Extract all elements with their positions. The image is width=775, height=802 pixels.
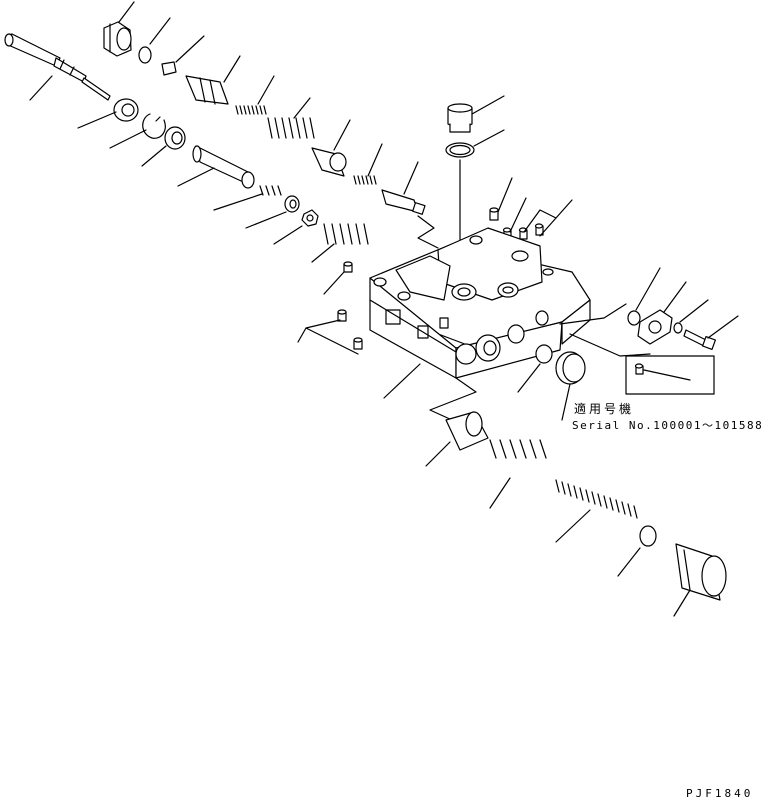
leader-line <box>149 17 171 45</box>
bearing-ring <box>113 98 139 122</box>
leader-line <box>471 95 505 115</box>
screw <box>489 207 499 221</box>
rod <box>381 189 426 215</box>
leader-line <box>425 441 451 467</box>
leader-line <box>109 129 147 149</box>
screw <box>634 363 644 375</box>
leader-line <box>617 547 641 577</box>
valve-body <box>369 227 591 379</box>
leader-line <box>679 299 709 323</box>
leader-line <box>489 477 511 509</box>
small-spring-2 <box>259 185 282 196</box>
leader-line <box>383 363 421 399</box>
leader-line <box>141 145 167 167</box>
cover-plate <box>637 309 673 345</box>
leader-line <box>429 377 477 421</box>
spring-large <box>267 117 315 139</box>
screw <box>353 337 363 350</box>
leader-line <box>403 161 419 195</box>
washer <box>164 126 186 150</box>
o-ring <box>627 310 641 326</box>
leader-line <box>245 211 287 229</box>
leader-line <box>323 271 345 295</box>
leader-line <box>643 369 691 381</box>
plug-front <box>555 351 586 385</box>
leader-line <box>417 215 439 249</box>
leader-line <box>311 243 335 263</box>
screw <box>534 223 544 236</box>
bolt <box>683 329 717 351</box>
washer-small <box>673 322 683 334</box>
plug-top-right <box>447 103 473 133</box>
o-ring-lower <box>639 525 657 547</box>
spring-lower <box>489 439 547 459</box>
spring-medium <box>323 223 369 245</box>
leader-line <box>497 177 513 213</box>
leader-line <box>29 75 53 101</box>
leader-line <box>118 1 135 23</box>
leader-bracket <box>297 319 359 355</box>
leader-line <box>707 315 739 339</box>
leader-line <box>559 303 627 325</box>
screw <box>343 261 353 273</box>
sleeve <box>192 145 255 189</box>
leader-line <box>333 119 351 151</box>
spring-long <box>555 479 638 519</box>
leader-line <box>213 193 263 211</box>
figure-code: PJF1840 <box>686 787 753 798</box>
hex-nut <box>301 209 319 227</box>
leader-line <box>635 267 661 311</box>
leader-line <box>223 55 241 83</box>
applicability-label: 適用号機 <box>574 401 634 416</box>
lower-sleeve <box>445 411 489 451</box>
screw <box>337 309 347 322</box>
leader-line <box>517 363 541 393</box>
leader-line <box>273 225 303 245</box>
leader-line <box>175 35 205 63</box>
applicability-box <box>625 355 715 395</box>
plug-top-left <box>103 21 132 57</box>
leader-line <box>257 75 275 105</box>
o-ring <box>138 46 152 64</box>
leader-line <box>177 167 215 187</box>
leader-line <box>673 589 691 617</box>
leader-line <box>509 197 527 233</box>
leader-bracket <box>523 199 573 237</box>
snap-ring <box>142 113 166 139</box>
end-cap <box>675 543 727 601</box>
leader-line <box>293 97 311 119</box>
leader-line <box>555 509 591 543</box>
leader-line <box>569 333 651 357</box>
leader-line <box>561 383 571 421</box>
piston <box>311 147 347 177</box>
o-ring-front <box>535 344 553 364</box>
serial-note: Serial No.100001～101588 <box>572 419 763 432</box>
pin-spring <box>353 175 377 185</box>
spool-top <box>185 75 229 105</box>
ring-small <box>284 195 300 213</box>
leader-line <box>367 143 383 177</box>
leader-line <box>473 129 505 147</box>
small-spring <box>235 105 267 115</box>
gasket-inner <box>449 144 471 156</box>
leader-line <box>663 281 687 313</box>
long-shaft <box>4 33 111 101</box>
small-fitting <box>161 61 177 76</box>
leader-line <box>77 111 117 129</box>
